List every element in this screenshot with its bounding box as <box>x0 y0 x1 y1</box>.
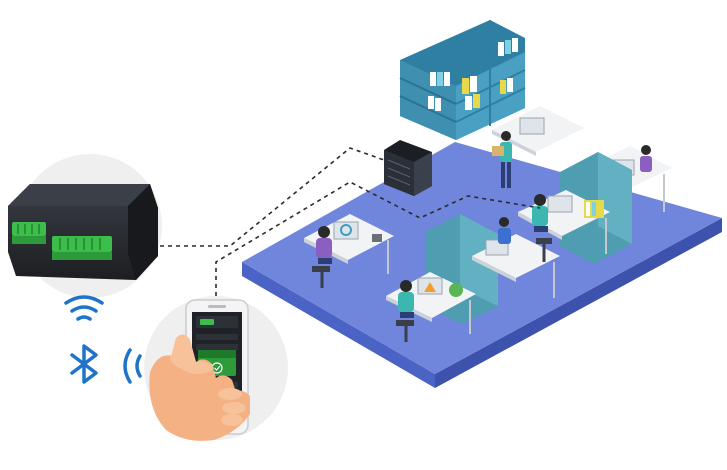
bluetooth-icon <box>70 344 98 384</box>
floor-side-left <box>242 262 435 388</box>
device-panel <box>8 154 162 298</box>
link-device-to-server <box>160 147 385 247</box>
terminal-block-left <box>12 222 46 244</box>
terminal-block-right <box>52 236 112 260</box>
hand <box>149 334 250 441</box>
signal-waves-icon <box>123 348 142 384</box>
desk-back-right <box>492 106 584 156</box>
person-far-right <box>640 145 652 172</box>
person-front <box>396 280 414 342</box>
iot-controller-device <box>8 184 158 280</box>
person-center <box>532 194 552 262</box>
wifi-icon <box>64 295 104 321</box>
floor-side-right <box>435 218 722 388</box>
bookshelf <box>399 20 526 140</box>
connection-lines <box>160 147 541 296</box>
person-center-right <box>498 217 511 244</box>
server-rack <box>384 140 432 196</box>
person-left <box>312 226 332 288</box>
person-standing <box>492 131 512 188</box>
phone-panel <box>144 296 288 441</box>
desk-center-right <box>472 234 560 298</box>
